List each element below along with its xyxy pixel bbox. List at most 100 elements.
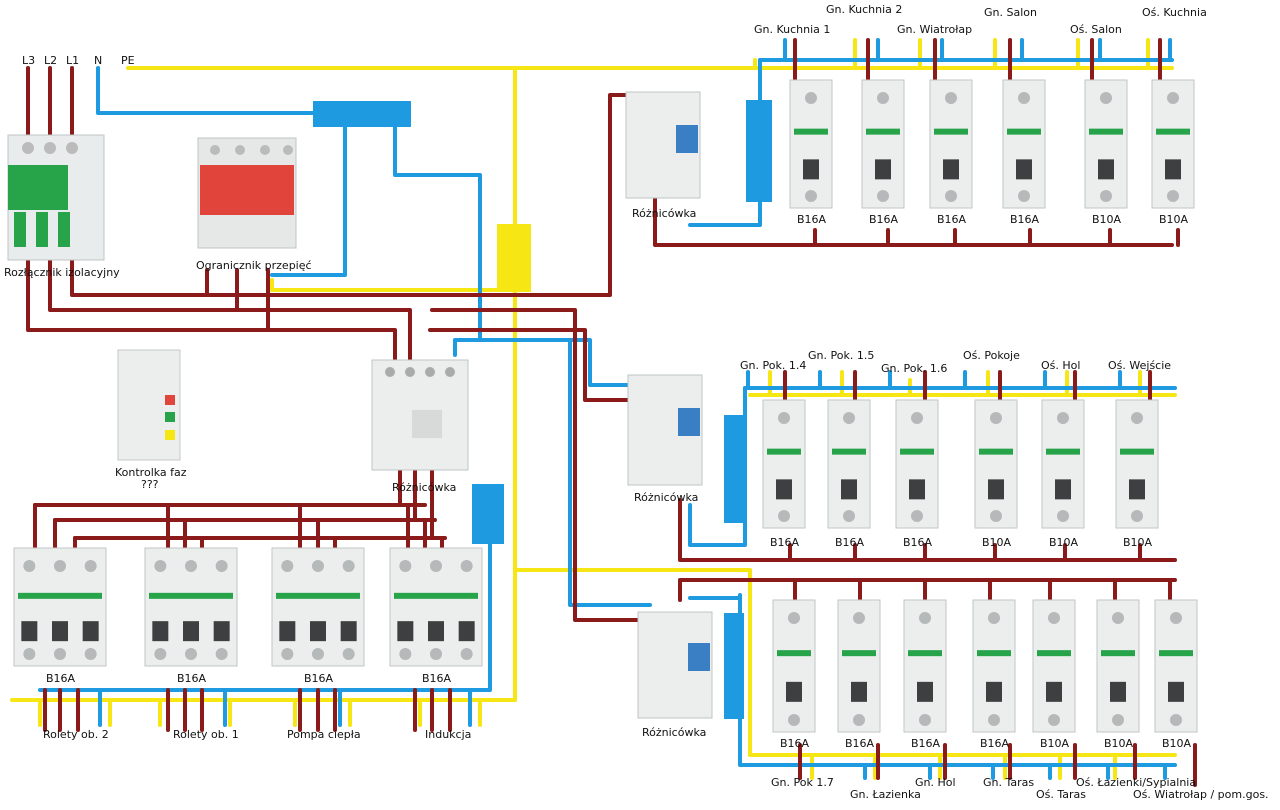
circuit-label: Rolety ob. 2 [43,728,109,741]
top-row-breaker [1084,79,1128,209]
spd-label: Ogranicznik przepięć [196,259,312,272]
top-row-breaker [861,79,905,209]
bot-row-breaker [1032,599,1076,733]
circuit-label: Oś. Pokoje [963,349,1020,362]
neutral-bus-main [313,101,411,127]
circuit-label: Gn. Taras [983,776,1035,789]
breaker-rating: B10A [1159,213,1189,226]
circuit-label: Rolety ob. 1 [173,728,239,741]
breaker-rating: B16A [780,737,810,750]
circuit-label: Oś. Wiatrołap / pom.gos. [1133,788,1269,801]
bot-row-breaker [837,599,881,733]
rcd-main-label: Różnicówka [392,481,457,494]
circuit-label: Gn. Łazienka [850,788,921,801]
breaker-rating: B16A [845,737,875,750]
bot-row-breaker [1096,599,1140,733]
circuit-label: Gn. Pok. 1.6 [881,362,948,375]
circuit-label: Indukcja [425,728,472,741]
circuit-label: Gn. Hol [915,776,956,789]
breaker-rating: B16A [903,536,933,549]
neutral-bus-top [746,100,772,202]
breaker-rating: B16A [177,672,207,685]
circuit-label: Gn. Wiatrołap [897,23,973,36]
pe-wires [10,38,1177,780]
breaker-rating: B10A [1162,737,1192,750]
breaker-rating: B10A [1104,737,1134,750]
isolator-label: Rozłącznik izolacyjny [4,266,120,279]
breaker-rating: B16A [422,672,452,685]
rcd-top-label: Różnicówka [632,207,697,220]
circuit-label: Gn. Pok. 1.4 [740,359,807,372]
neutral-bus-3ph [472,484,504,544]
rcd-mid-label: Różnicówka [634,491,699,504]
pe-bus-block [497,224,531,292]
mid-row-breaker [827,399,871,529]
rcd-mid-device [627,374,703,486]
breaker-rating: B10A [1123,536,1153,549]
mid-row-breaker [974,399,1018,529]
mid-row-breaker [1041,399,1085,529]
terminal-label-l1: L1 [66,54,80,67]
bot-row-breaker [772,599,816,733]
bot-row-breaker [903,599,947,733]
circuit-label: Pompa ciepła [287,728,361,741]
breaker-rating: B16A [937,213,967,226]
mid-row-breaker [762,399,806,529]
isolator-device [7,134,105,261]
breaker-rating: B16A [770,536,800,549]
neutral-wires [38,38,1177,780]
three-phase-breaker [144,547,238,667]
breakers [13,79,1198,733]
bot-row-breaker [1154,599,1198,733]
mid-row-breaker [1115,399,1159,529]
breaker-rating: B16A [1010,213,1040,226]
circuit-label: Oś. Salon [1070,23,1122,36]
circuit-label: Oś. Taras [1036,788,1087,801]
phase-indicator-label: Kontrolka faz [115,466,187,479]
breaker-rating: B10A [982,536,1012,549]
breaker-rating: B16A [46,672,76,685]
three-phase-breaker [271,547,365,667]
circuit-label: Oś. Hol [1041,359,1081,372]
breaker-rating: B16A [911,737,941,750]
neutral-bus-mid [724,415,746,523]
surge-protector-device [197,137,297,249]
circuit-label: Gn. Kuchnia 2 [826,3,903,16]
rcd-top-device [625,91,701,199]
terminal-label-l3: L3 [22,54,36,67]
breaker-rating: B16A [797,213,827,226]
breaker-rating: B16A [869,213,899,226]
three-phase-breaker [13,547,107,667]
three-phase-breaker [389,547,483,667]
circuit-label: Oś. Kuchnia [1142,6,1207,19]
breaker-rating: B16A [304,672,334,685]
circuit-label: Gn. Salon [984,6,1037,19]
terminal-label-n: N [94,54,103,67]
phase-indicator-question: ??? [141,478,159,491]
terminal-label-pe: PE [121,54,135,67]
circuit-label: Oś. Wejście [1108,359,1172,372]
circuit-label: Oś. Łazienki/Sypialnia [1076,776,1197,789]
top-row-breaker [1002,79,1046,209]
mid-row-breaker [895,399,939,529]
breaker-rating: B16A [980,737,1010,750]
breaker-rating: B10A [1092,213,1122,226]
top-row-breaker [1151,79,1195,209]
breaker-rating: B16A [835,536,865,549]
breaker-rating: B10A [1040,737,1070,750]
rcd-main-device [371,359,469,471]
top-row-breaker [789,79,833,209]
top-row-breaker [929,79,973,209]
circuit-label: Gn. Pok. 1.5 [808,349,875,362]
terminal-label-l2: L2 [44,54,58,67]
neutral-bus-bot [724,613,744,719]
rcd-bot-device [637,611,713,719]
neutral-bus-blocks [313,100,772,719]
circuit-label: Gn. Pok 1.7 [771,776,834,789]
phase-indicator-device [117,349,181,461]
circuit-label: Gn. Kuchnia 1 [754,23,831,36]
rcd-bot-label: Różnicówka [642,726,707,739]
breaker-rating: B10A [1049,536,1079,549]
bot-row-breaker [972,599,1016,733]
